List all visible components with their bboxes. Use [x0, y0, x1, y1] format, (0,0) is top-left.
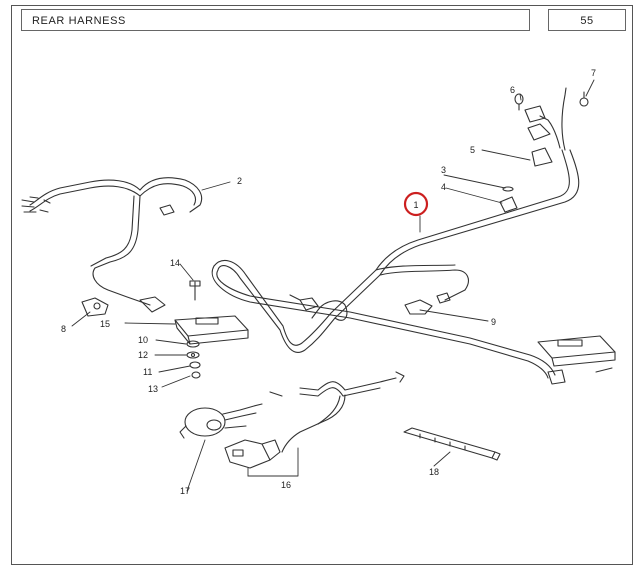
fastener-stack [186, 340, 201, 379]
leader-lines [71, 79, 595, 492]
branch-to-relay [375, 264, 469, 315]
callout-13: 13 [148, 384, 158, 394]
callout-5: 5 [470, 145, 475, 155]
callout-11: 11 [143, 367, 152, 377]
callout-15: 15 [100, 319, 110, 329]
callout-12: 12 [138, 350, 148, 360]
callout-labels: 1 2 3 4 5 6 7 8 9 10 11 12 13 14 15 16 1… [61, 68, 596, 496]
callout-18: 18 [429, 467, 439, 477]
sub-harness-16 [224, 371, 405, 469]
outer-frame [11, 5, 633, 565]
callout-9: 9 [491, 317, 496, 327]
diagram-title: REAR HARNESS [32, 15, 126, 27]
callout-7: 7 [591, 68, 596, 78]
right-relay-box [537, 335, 616, 385]
callout-6: 6 [510, 85, 515, 95]
callout-2: 2 [237, 176, 242, 186]
part-17-plug [179, 403, 263, 439]
main-harness-trunk [211, 149, 580, 379]
callout-3: 3 [441, 165, 446, 175]
callout-14: 14 [170, 258, 180, 268]
part-15-box [174, 315, 249, 345]
inner-loop-branch [289, 294, 348, 321]
part-14-bolt [189, 280, 201, 301]
upper-right-branch [499, 87, 589, 213]
callout-4: 4 [441, 182, 446, 192]
page-number-box: 55 [548, 9, 626, 31]
callout-17: 17 [180, 486, 190, 496]
callout-16: 16 [281, 480, 291, 490]
part-1-highlight-ring [403, 191, 429, 217]
part-18-cable-tie [403, 427, 501, 461]
title-box: REAR HARNESS [21, 9, 530, 31]
callout-1: 1 [413, 200, 418, 210]
part-8-bracket [81, 297, 109, 317]
callout-8: 8 [61, 324, 66, 334]
page-number: 55 [580, 15, 594, 27]
left-harness [21, 177, 203, 313]
callout-10: 10 [138, 335, 148, 345]
